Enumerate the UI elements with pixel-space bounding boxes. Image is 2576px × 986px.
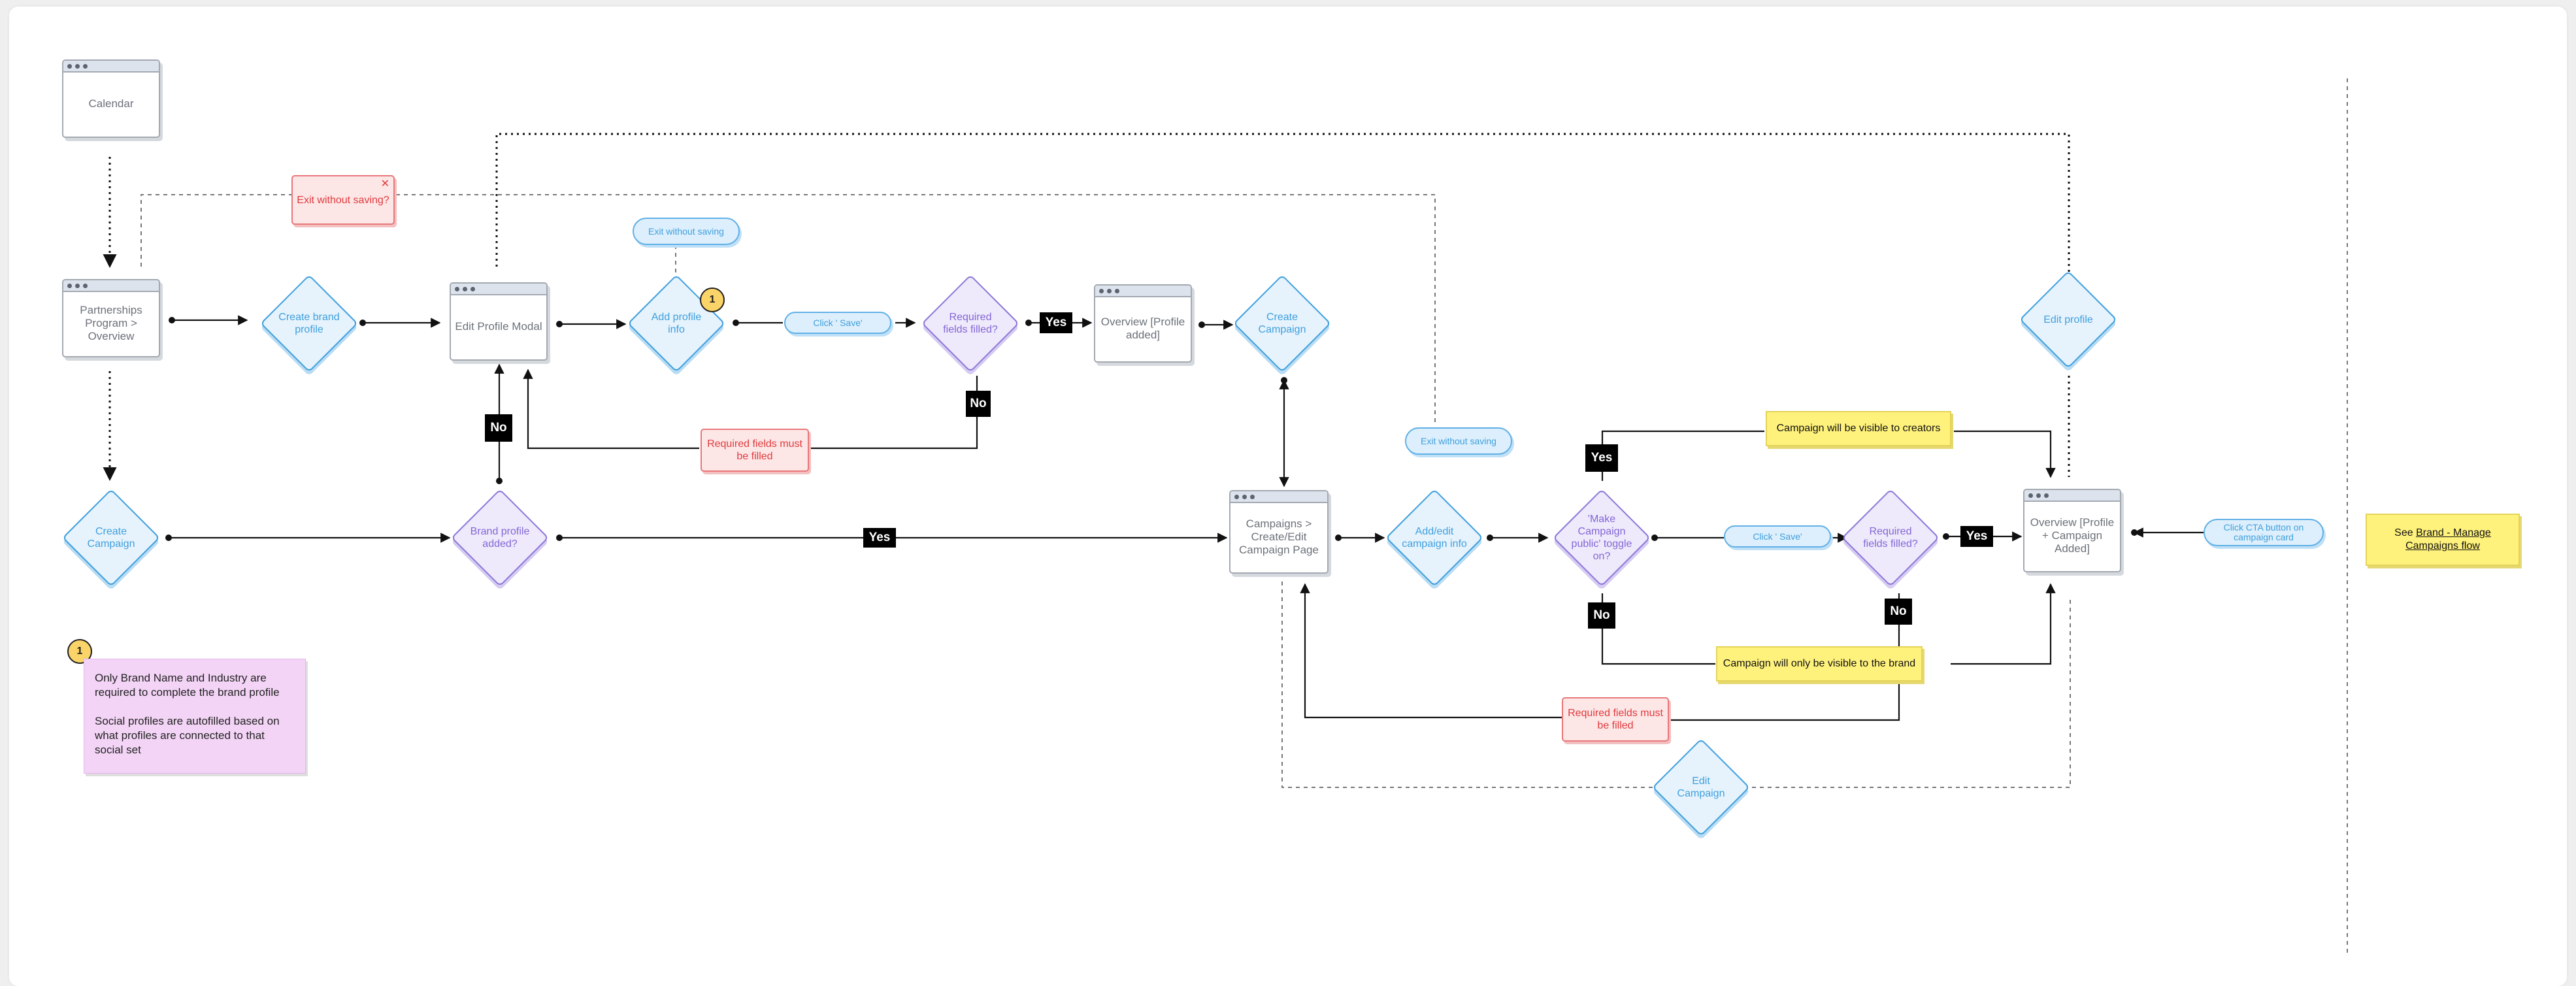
error-required-fields-top: Required fields must be filled	[701, 429, 809, 472]
connector	[810, 376, 978, 450]
diamond-create-campaign-top[interactable]: Create Campaign	[1233, 274, 1331, 372]
diamond-label: Add/edit campaign info	[1402, 526, 1467, 550]
modal-exit-without-saving[interactable]: ✕ Exit without saving?	[291, 175, 395, 225]
diamond-label: Create Campaign	[1258, 312, 1306, 335]
modal-text: Exit without saving?	[297, 194, 389, 206]
diamond-label: Edit Campaign	[1677, 776, 1725, 799]
sticky-visible-to-brand: Campaign will only be visible to the bra…	[1716, 646, 1923, 682]
pill-exit-without-saving-mid[interactable]: Exit without saving	[1405, 427, 1512, 455]
window-bar	[451, 284, 546, 295]
connector	[523, 369, 699, 450]
connector	[1300, 583, 1562, 719]
sticky-visible-to-creators: Campaign will be visible to creators	[1766, 411, 1951, 446]
flow-link[interactable]: Brand - Manage Campaigns flow	[2405, 527, 2491, 551]
screen-label: Calendar	[88, 97, 134, 110]
tag-no: No	[485, 414, 512, 442]
pill-click-cta-button[interactable]: Click CTA button on campaign card	[2204, 519, 2324, 546]
connector	[1281, 582, 1660, 788]
connector	[1601, 430, 1764, 481]
diamond-label: Required fields filled?	[943, 312, 998, 335]
diamond-required-fields-top[interactable]: Required fields filled?	[921, 274, 1019, 372]
annotation-badge: 1	[700, 288, 725, 312]
window-bar	[1230, 491, 1327, 503]
tag-no: No	[1588, 602, 1615, 629]
screen-campaigns-create-edit[interactable]: Campaigns > Create/Edit Campaign Page	[1229, 490, 1329, 574]
pill-click-save-bottom[interactable]: Click ' Save'	[1724, 525, 1831, 548]
screen-partnerships-overview[interactable]: Partnerships Program > Overview	[62, 279, 160, 357]
sticky-prefix: See	[2394, 527, 2417, 538]
diamond-edit-profile[interactable]: Edit profile	[2019, 271, 2117, 369]
connector	[396, 194, 1436, 426]
window-bar	[63, 61, 159, 73]
screen-label: Partnerships Program > Overview	[80, 304, 142, 342]
tag-yes: Yes	[1040, 312, 1072, 333]
connector	[1954, 430, 2056, 478]
diamond-create-brand-profile[interactable]: Create brand profile	[260, 274, 358, 372]
connector	[495, 133, 2070, 274]
window-bar	[2024, 490, 2120, 502]
tag-yes: Yes	[1960, 526, 1993, 547]
pill-click-save-top[interactable]: Click ' Save'	[784, 312, 891, 334]
connector	[140, 194, 291, 267]
connector	[1601, 593, 1715, 665]
screen-label: Edit Profile Modal	[455, 320, 542, 333]
diamond-required-fields-bottom[interactable]: Required fields filled?	[1841, 489, 1940, 587]
screen-overview-profile-campaign[interactable]: Overview [Profile + Campaign Added]	[2023, 489, 2121, 572]
diamond-create-campaign-left[interactable]: Create Campaign	[62, 489, 160, 587]
note-line: Social profiles are autofilled based on …	[95, 715, 280, 756]
screen-calendar[interactable]: Calendar	[62, 59, 160, 138]
diamond-label: Edit profile	[2043, 314, 2093, 325]
diamond-brand-profile-added[interactable]: Brand profile added?	[451, 489, 549, 587]
tag-yes: Yes	[863, 528, 896, 548]
connector	[1670, 593, 1900, 721]
sticky-see-manage-campaigns: See Brand - Manage Campaigns flow	[2366, 514, 2520, 566]
diamond-label: Brand profile added?	[470, 526, 530, 550]
diamond-edit-campaign[interactable]: Edit Campaign	[1652, 738, 1750, 836]
window-bar	[63, 280, 159, 292]
screen-overview-profile-added[interactable]: Overview [Profile added]	[1094, 284, 1192, 363]
diamond-label: Required fields filled?	[1863, 526, 1918, 550]
diamond-label: 'Make Campaign public' toggle on?	[1571, 514, 1632, 562]
screen-label: Overview [Profile added]	[1100, 316, 1185, 341]
tag-yes: Yes	[1585, 444, 1618, 472]
tag-no: No	[966, 391, 991, 417]
tag-no: No	[1885, 599, 1912, 625]
screen-edit-profile-modal[interactable]: Edit Profile Modal	[450, 282, 548, 361]
pill-exit-without-saving-top[interactable]: Exit without saving	[633, 218, 740, 245]
annotation-note: Only Brand Name and Industry are require…	[84, 659, 306, 774]
window-bar	[1095, 286, 1191, 297]
connector	[1951, 583, 2056, 665]
diamond-add-edit-campaign-info[interactable]: Add/edit campaign info	[1385, 489, 1483, 587]
note-line: Only Brand Name and Industry are require…	[95, 672, 280, 698]
diamond-add-profile-info[interactable]: Add profile info	[627, 274, 725, 372]
diamond-label: Add profile info	[651, 312, 702, 335]
error-required-fields-bottom: Required fields must be filled	[1562, 697, 1669, 742]
screen-label: Overview [Profile + Campaign Added]	[2030, 516, 2115, 555]
screen-label: Campaigns > Create/Edit Campaign Page	[1239, 518, 1319, 556]
diamond-label: Create Campaign	[87, 526, 135, 550]
diamond-label: Create brand profile	[278, 312, 340, 335]
diamond-make-public-toggle[interactable]: 'Make Campaign public' toggle on?	[1553, 489, 1651, 587]
close-icon[interactable]: ✕	[380, 178, 389, 189]
